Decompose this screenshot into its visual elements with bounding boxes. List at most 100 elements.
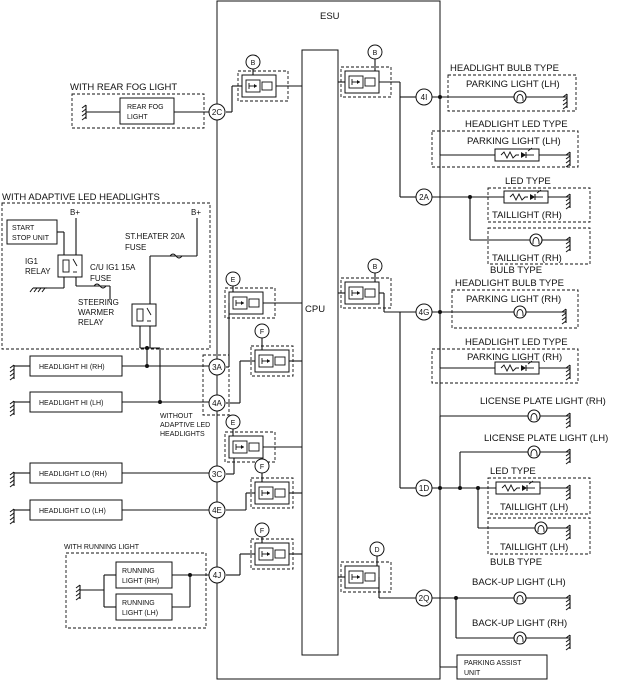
svg-text:4E: 4E — [212, 506, 222, 515]
steer-relay-label-2: WARMER — [78, 308, 114, 317]
cu-ig1-fuse-icon — [93, 283, 107, 289]
svg-text:4G: 4G — [419, 308, 430, 317]
with-rear-fog-label: WITH REAR FOG LIGHT — [70, 82, 177, 93]
bplus-label-2: B+ — [191, 208, 201, 217]
ground-icon — [81, 104, 87, 121]
headlight-hi-rh-label: HEADLIGHT HI (RH) — [39, 364, 105, 371]
taillight-lh-label-2: TAILLIGHT (LH) — [500, 542, 568, 553]
ground-icon — [562, 93, 568, 110]
with-running-label: WITH RUNNING LIGHT — [64, 544, 140, 551]
driver-module-b-right-mid: B — [338, 258, 416, 489]
ig1-relay-label-1: IG1 — [25, 257, 38, 266]
ground-icon — [565, 448, 571, 465]
start-stop-label-1: START — [12, 225, 35, 232]
ground-icon — [565, 151, 571, 168]
bplus-label-1: B+ — [70, 208, 80, 217]
ig1-relay-icon — [57, 254, 83, 278]
parking-assist-label-1: PARKING ASSIST — [464, 660, 522, 667]
esu-title: ESU — [320, 11, 340, 22]
hl-bulb-type-label-2: HEADLIGHT BULB TYPE — [455, 278, 564, 289]
svg-text:D: D — [374, 547, 379, 554]
svg-text:F: F — [260, 329, 264, 336]
led-type-label-1: LED TYPE — [505, 176, 551, 187]
steer-relay-label-1: STEERING — [78, 298, 119, 307]
ground-icon — [565, 524, 571, 541]
svg-text:4I: 4I — [421, 93, 428, 102]
cpu-box — [301, 49, 339, 656]
ground-icon — [29, 287, 48, 293]
start-stop-label-2: STOP UNIT — [12, 235, 50, 242]
st-heater-label-2: FUSE — [125, 243, 146, 252]
license-lh-label: LICENSE PLATE LIGHT (LH) — [484, 433, 608, 444]
led-type-box-2 — [487, 477, 591, 515]
driver-module-d: D — [338, 541, 416, 599]
ground-icon — [9, 471, 15, 488]
driver-module-e-2: E — [224, 414, 302, 474]
pin-4A: 4A — [208, 394, 240, 412]
running-lh-label-2: LIGHT (LH) — [122, 610, 158, 617]
running-light-rh-box — [115, 561, 173, 589]
hl-led-type-label-2: HEADLIGHT LED TYPE — [465, 337, 568, 348]
headlight-lo-lh-label: HEADLIGHT LO (LH) — [39, 508, 106, 515]
start-stop-unit-box — [6, 219, 58, 245]
pin-3C: 3C — [208, 465, 234, 483]
headlight-lo-rh-label: HEADLIGHT LO (RH) — [39, 471, 107, 478]
pin-2A: 2A — [415, 188, 433, 206]
without-label-1: WITHOUT — [160, 413, 193, 420]
running-rh-label-1: RUNNING — [122, 568, 155, 575]
running-option-box — [65, 552, 207, 629]
svg-text:E: E — [231, 420, 236, 427]
bulb-icon — [513, 591, 527, 605]
pin-4J: 4J — [208, 566, 240, 584]
without-adaptive-box — [202, 354, 230, 416]
bulb-icon — [527, 445, 541, 459]
bulb-type-label-2: BULB TYPE — [490, 557, 542, 568]
cu-ig1-label-1: C/U IG1 15A — [90, 263, 136, 272]
with-adaptive-label: WITH ADAPTIVE LED HEADLIGHTS — [2, 192, 160, 203]
svg-text:F: F — [260, 528, 264, 535]
ground-icon — [561, 308, 567, 325]
steering-warmer-relay-icon — [131, 303, 157, 327]
running-lh-label-1: RUNNING — [122, 600, 155, 607]
parking-assist-unit-box — [456, 654, 548, 680]
ground-icon — [565, 193, 571, 210]
svg-text:2C: 2C — [212, 108, 222, 117]
driver-module-b-right-top: B — [338, 44, 416, 198]
ground-icon — [565, 634, 571, 651]
pin-3A: 3A — [208, 358, 229, 376]
ground-icon — [9, 508, 15, 525]
taillight-rh-label-1: TAILLIGHT (RH) — [492, 210, 562, 221]
svg-text:B: B — [251, 60, 256, 67]
backup-lh-label: BACK-UP LIGHT (LH) — [472, 577, 566, 588]
taillight-lh-label-1: TAILLIGHT (LH) — [500, 502, 568, 513]
parking-lh-label-1: PARKING LIGHT (LH) — [466, 79, 560, 90]
svg-text:3A: 3A — [212, 363, 222, 372]
rear-fog-light-box — [119, 97, 175, 125]
parking-assist-label-2: UNIT — [464, 670, 481, 677]
bulb-icon — [513, 631, 527, 645]
ground-icon — [565, 364, 571, 381]
svg-text:F: F — [260, 464, 264, 471]
bulb-icon — [513, 90, 527, 104]
svg-text:3C: 3C — [212, 470, 222, 479]
hl-led-type-box-1 — [431, 130, 579, 168]
ground-icon — [565, 412, 571, 429]
bulb-icon — [527, 409, 541, 423]
ground-icon — [9, 364, 15, 381]
st-heater-label-1: ST.HEATER 20A — [125, 232, 186, 241]
license-rh-label: LICENSE PLATE LIGHT (RH) — [480, 396, 606, 407]
headlight-hi-lh-label: HEADLIGHT HI (LH) — [39, 400, 103, 407]
ground-icon — [75, 584, 81, 601]
driver-module-e-1: E — [224, 271, 302, 367]
svg-text:2A: 2A — [419, 193, 429, 202]
adaptive-option-box — [1, 202, 211, 350]
driver-module-f-1: F — [239, 323, 302, 403]
led-icon — [494, 147, 540, 162]
led-icon — [495, 480, 541, 495]
svg-text:E: E — [231, 277, 236, 284]
led-icon — [494, 360, 540, 375]
driver-module-f-2: F — [245, 458, 302, 510]
ig1-relay-label-2: RELAY — [25, 267, 51, 276]
parking-rh-label-1: PARKING LIGHT (RH) — [466, 294, 561, 305]
pin-1D: 1D — [415, 479, 433, 497]
